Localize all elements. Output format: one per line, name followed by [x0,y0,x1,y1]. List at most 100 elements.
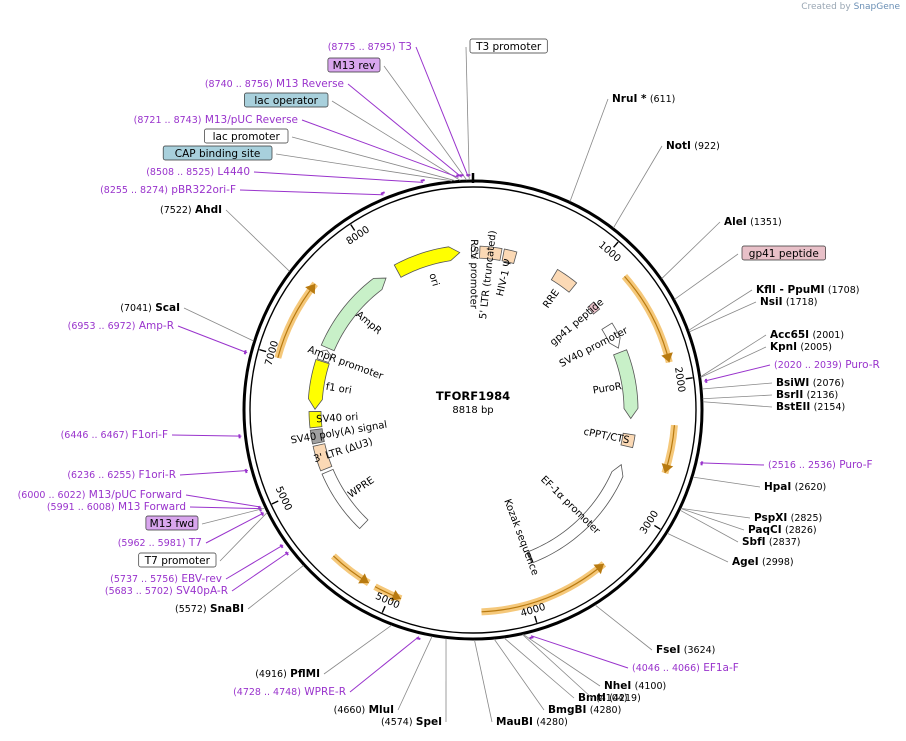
leader-f1ori-r-14 [179,469,249,476]
leader-cap-binding-site-7 [275,153,453,182]
leader-hpai-38 [692,476,761,488]
primer-range: (2020 .. 2039) [774,360,842,371]
enzyme-name: BmgBI [548,704,586,716]
feature-rsv-promoter [471,245,477,259]
label-bsteii-40: BstEII (2154) [776,401,845,413]
label-sv40pa-r-21: (5683 .. 5702) SV40pA-R [105,585,228,597]
label-kpni-44: KpnI (2005) [770,341,832,353]
label-m13-forward-16: (5991 .. 6008) M13 Forward [47,501,186,513]
leader-maubi-27 [474,639,493,723]
label-t7-18: (5962 .. 5981) T7 [118,537,202,549]
label-box-lac-promoter [204,128,289,144]
enzyme-name: AhdI [195,204,222,216]
primer-name: WPRE-R [304,686,346,698]
label-l4440-8: (8508 .. 8525) L4440 [146,166,250,178]
orf-head-3 [390,590,402,602]
label-box-t7-promoter [138,552,217,568]
primer-mark-39 [700,461,704,466]
label-snabi-22: (5572) SnaBI [175,603,244,615]
plasmid-backbone [242,173,704,641]
tick-8000 [350,224,356,231]
primer-name: M13 Forward [118,501,186,513]
primer-range: (8775 .. 8795) [328,42,396,53]
label-ahdi-10: (7522) AhdI [160,204,222,216]
leader-t7-promoter-19 [219,512,268,562]
primer-name: Puro-F [839,459,872,471]
label-bsiwi-42: BsiWI (2076) [776,377,844,389]
label-scai-11: (7041) ScaI [120,302,180,314]
label-maubi-27: MauBI (4280) [496,716,568,728]
leader-acc65i-45 [700,334,767,378]
feature-ampr-label: AmpR [353,309,383,337]
tick-label-1: 2000 [672,366,687,393]
label-wpre-r-24: (4728 .. 4748) WPRE-R [233,686,346,698]
leader-paqci-36 [680,508,745,531]
label-f1ori-r-14: (6236 .. 6255) F1ori-R [67,469,176,481]
primer-range: (5737 .. 5756) [110,574,178,585]
enzyme-name: AleI [724,216,747,228]
site-position: (4280) [536,717,568,728]
label-mlui-25: (4660) MluI [334,704,394,716]
feature-sv40-ori [308,411,323,429]
leader-lac-operator-4 [331,100,461,181]
site-position: (1351) [750,217,782,228]
site-position: (5572) [175,604,207,615]
label-lac-operator: lac operator [254,95,318,107]
plasmid-size: 8818 bp [452,405,493,416]
orf-head-4 [358,573,369,584]
label-m13-puc-reverse-5: (8721 .. 8743) M13/pUC Reverse [134,114,298,126]
leader-ahdi-10 [225,209,290,272]
label-t7-promoter: T7 promoter [144,555,211,567]
orf-layer [274,274,678,616]
leader-ebv-rev-20 [225,544,284,580]
label-box-t3-promoter [469,38,548,54]
enzyme-name: BstEII [776,401,810,413]
site-position: (4916) [255,669,287,680]
enzyme-name: KflI - PpuMI [756,284,825,296]
primer-mark-18 [260,511,264,516]
label-alei-49: AleI (1351) [724,216,782,228]
enzyme-name: FseI [656,644,680,656]
enzyme-name: NheI [604,680,631,692]
site-position: (2837) [769,537,801,548]
primer-range: (8255 .. 8274) [100,185,168,196]
tick-6000 [271,500,279,505]
leader-noti-50 [613,145,663,229]
feature-wpre-label: WPRE [346,475,376,501]
site-position: (2076) [813,378,845,389]
tick-label-5: 5000 [273,485,294,513]
leader-pspxi-37 [680,508,751,519]
enzyme-name: SnaBI [210,603,244,615]
label-kfli-ppumi-47: KflI - PpuMI (1708) [756,284,859,296]
feature-puror-label: PuroR [592,381,623,397]
primer-range: (6236 .. 6255) [67,470,135,481]
leader-m13-puc-reverse-5 [301,119,459,178]
primer-mark-21 [284,551,289,556]
feature-5-ltr-truncated-label: 5' LTR (truncated) [478,230,499,320]
leader-sv40pa-r-21 [231,551,289,592]
label-cap-binding-site: CAP binding site [175,148,261,160]
orf-head-2 [593,563,604,575]
tick-5000 [381,605,386,613]
label-sbfi-35: SbfI (2837) [742,536,801,548]
enzyme-name: SpeI [416,716,442,728]
label-lac-promoter: lac promoter [213,131,281,143]
label-f1ori-f-13: (6446 .. 6467) F1ori-F [61,429,168,441]
label-fsei-33: FseI (3624) [656,644,715,656]
site-position: (3624) [684,645,716,656]
enzyme-name: MluI [369,704,394,716]
primer-mark-20 [279,543,284,549]
leader-nrui-51 [569,98,609,202]
leader-nsii-46 [689,301,757,333]
leader-m13-fwd-17 [201,507,266,525]
feature-ori-label: ori [426,272,440,288]
label-spei-26: (4574) SpeI [381,716,442,728]
label-4104-30: (4104) [596,693,628,704]
label-nsii-46: NsiI (1718) [760,296,817,308]
site-position: (2826) [785,525,817,536]
site-position: (1718) [786,297,818,308]
feature-f1-ori-label: f1 ori [325,382,352,397]
feature-rsv-promoter-label: RSV promoter [468,239,479,310]
label-m13-fwd: M13 fwd [150,518,195,530]
